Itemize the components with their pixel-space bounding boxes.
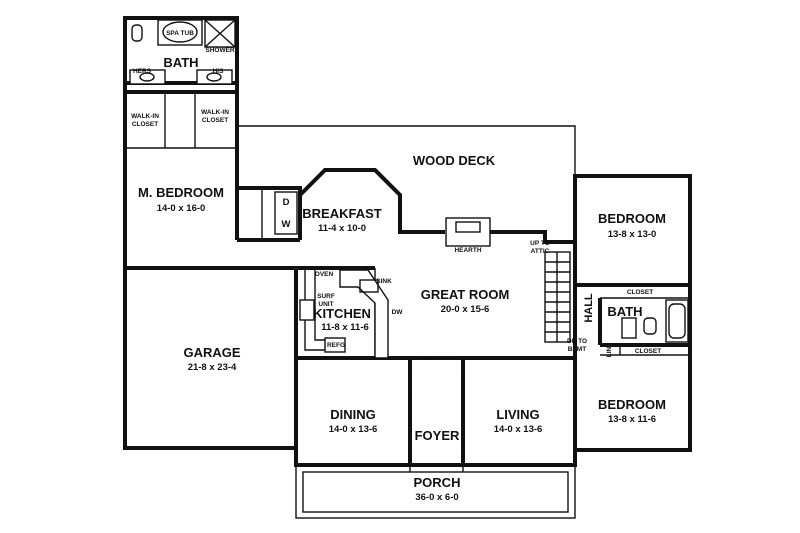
master-bath-label: BATH <box>163 55 198 70</box>
oven-label: OVEN <box>315 271 334 278</box>
porch-label: PORCH <box>414 475 461 490</box>
hearth-label: HEARTH <box>454 247 481 254</box>
refrigerator-label: REFG <box>327 342 345 349</box>
spa-tub-label: SPA TUB <box>166 30 194 37</box>
dishwasher-label: DW <box>392 309 404 316</box>
walk-in-closet-1-line1: WALK-IN <box>131 113 159 120</box>
great-room-dims: 20-0 x 15-6 <box>441 304 490 315</box>
interior-walls <box>125 81 690 465</box>
living-dims: 14-0 x 13-6 <box>494 424 543 435</box>
kitchen-dims: 11-8 x 11-6 <box>321 322 369 333</box>
his-label: HIS <box>213 68 225 75</box>
dining-label: DINING <box>330 407 376 422</box>
spa-tub <box>157 19 203 46</box>
up-to-attic-line2: ATTIC <box>531 248 550 255</box>
linen-label: LIN <box>606 346 613 357</box>
bathtub <box>665 299 689 343</box>
sink-label: SINK <box>376 278 392 285</box>
fixtures <box>129 19 689 359</box>
refrigerator <box>324 337 346 353</box>
breakfast-dims: 11-4 x 10-0 <box>318 223 366 234</box>
hall-label: HALL <box>583 293 595 323</box>
hall-bath-label: BATH <box>607 304 642 319</box>
breakfast-label: BREAKFAST <box>302 206 382 221</box>
shower-label: SHOWER <box>205 47 235 54</box>
bedroom-1-label: BEDROOM <box>598 211 666 226</box>
room-labels: BATH SPA TUB SHOWER HERS HIS WALK-IN CLO… <box>131 30 666 503</box>
dw-label-w: W <box>282 219 291 230</box>
kitchen-label: KITCHEN <box>313 306 371 321</box>
up-to-attic-line1: UP TO <box>530 240 550 247</box>
garage-dims: 21-8 x 23-4 <box>188 362 237 373</box>
walk-in-closet-1-line2: CLOSET <box>132 121 158 128</box>
dn-to-bsmt-line1: DN TO <box>567 338 587 345</box>
dn-to-bsmt-line2: BSMT <box>568 346 586 353</box>
bedroom-1-dims: 13-8 x 13-0 <box>608 229 657 240</box>
wood-deck-label: WOOD DECK <box>413 153 496 168</box>
great-room-label: GREAT ROOM <box>421 287 510 302</box>
bedroom-2-label: BEDROOM <box>598 397 666 412</box>
master-bedroom-dims: 14-0 x 16-0 <box>157 203 206 214</box>
dw-label-d: D <box>283 197 290 208</box>
surf-unit-line2: UNIT <box>318 301 333 308</box>
walk-in-closet-2-line2: CLOSET <box>202 117 228 124</box>
living-label: LIVING <box>496 407 539 422</box>
toilet <box>131 24 143 42</box>
master-bedroom-label: M. BEDROOM <box>138 185 224 200</box>
dining-dims: 14-0 x 13-6 <box>329 424 378 435</box>
surf-unit-line1: SURF <box>317 293 335 300</box>
porch-dims: 36-0 x 6-0 <box>415 492 458 503</box>
bedroom-2-dims: 13-8 x 11-6 <box>608 414 656 425</box>
foyer-label: FOYER <box>415 428 460 443</box>
closet-1-label: CLOSET <box>627 289 653 296</box>
walk-in-closet-2-line1: WALK-IN <box>201 109 229 116</box>
closet-2-label: CLOSET <box>635 348 661 355</box>
hers-label: HERS <box>133 68 152 75</box>
porch-outline <box>295 464 576 519</box>
garage-label: GARAGE <box>183 345 240 360</box>
